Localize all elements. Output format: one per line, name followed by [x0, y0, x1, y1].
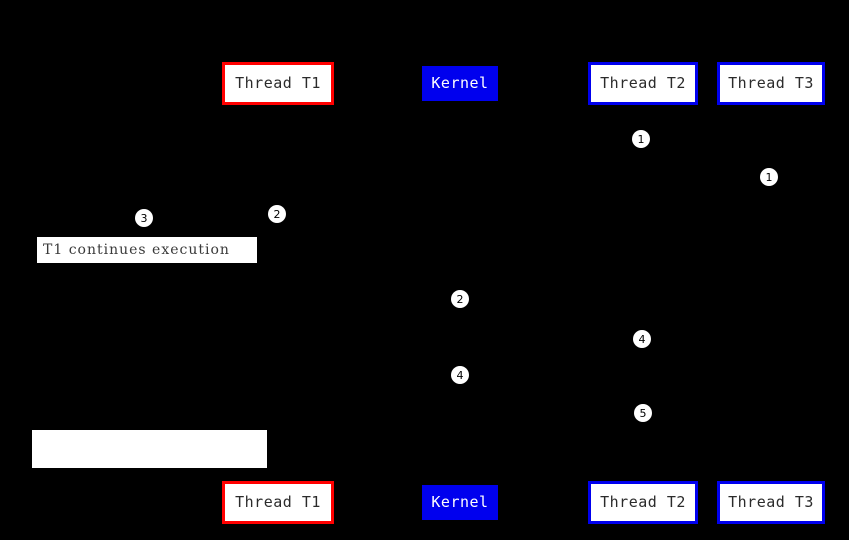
step-marker-4-t2: 4	[633, 330, 651, 348]
step-marker-2-t1: 2	[268, 205, 286, 223]
participant-bottom-kernel: Kernel	[422, 485, 498, 520]
step-marker-2-kernel: 2	[451, 290, 469, 308]
blank-note	[32, 430, 267, 468]
lifeline-thread-t1	[278, 105, 279, 481]
participant-bottom-thread-t2: Thread T2	[588, 481, 698, 524]
step-marker-4-kernel: 4	[451, 366, 469, 384]
participant-top-thread-t1: Thread T1	[222, 62, 334, 105]
t1-continues-note: T1 continues execution	[36, 236, 258, 264]
participant-top-kernel: Kernel	[422, 66, 498, 101]
step-marker-5-t2: 5	[634, 404, 652, 422]
participant-bottom-thread-t3: Thread T3	[717, 481, 825, 524]
participant-top-thread-t2: Thread T2	[588, 62, 698, 105]
participant-bottom-thread-t1: Thread T1	[222, 481, 334, 524]
step-marker-3-note: 3	[135, 209, 153, 227]
participant-top-thread-t3: Thread T3	[717, 62, 825, 105]
step-marker-1-t3: 1	[760, 168, 778, 186]
lifeline-thread-t3	[771, 105, 772, 481]
lifeline-thread-t2	[643, 105, 644, 481]
step-marker-1-t2: 1	[632, 130, 650, 148]
